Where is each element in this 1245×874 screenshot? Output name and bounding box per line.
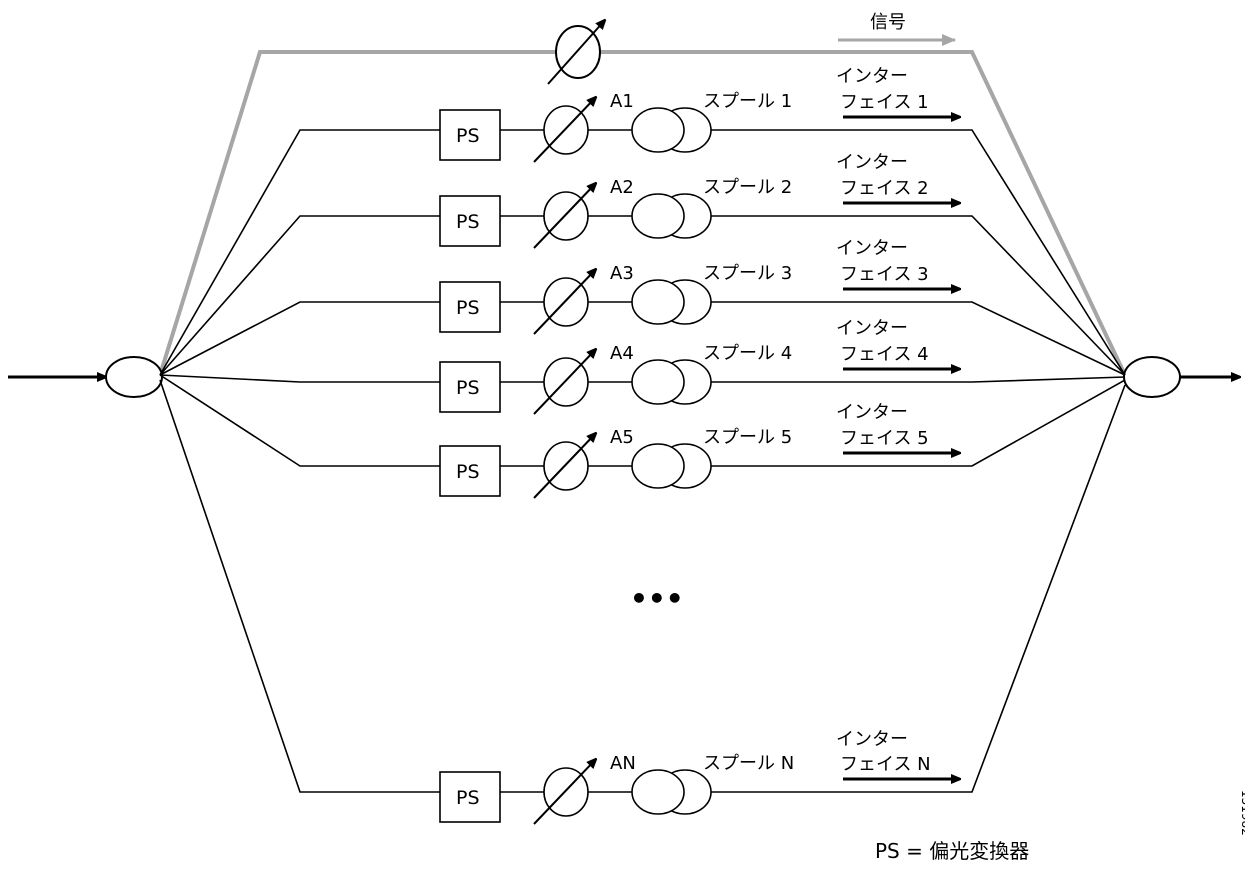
output-combiner [1123,356,1181,398]
svg-text:PS: PS [456,125,480,147]
interface-label-line2: フェイス 5 [840,428,929,449]
attenuator-icon [533,433,596,499]
fiber-spool-icon [631,359,712,405]
branch-4: PS A4 スプール 4 インター フェイス 4 [159,318,1126,415]
spool-label: スプール 1 [703,91,792,112]
svg-text:PS: PS [456,297,480,319]
attenuator-icon [533,97,596,163]
interface-label-line1: インター [836,318,908,339]
fiber-spool-icon [631,279,712,325]
branch-2: PS A2 スプール 2 インター フェイス 2 [159,152,1126,376]
legend-text: PS = 偏光変換器 [875,839,1029,863]
branch-3: PS A3 スプール 3 インター フェイス 3 [159,238,1126,376]
interface-label-line1: インター [836,729,908,750]
branch-n: PS AN スプール N インター フェイス N [159,379,1126,825]
fiber-spool-icon [631,769,712,815]
interface-label-line2: フェイス 3 [840,264,929,285]
branch-1: PS A1 スプール 1 インター フェイス 1 [159,66,1126,376]
polarization-converter [439,771,501,823]
ellipsis: ••• [630,582,684,615]
spool-label: スプール N [703,753,794,774]
svg-text:PS: PS [456,787,480,809]
interface-label-line2: フェイス 4 [840,344,929,365]
spool-label: スプール 5 [703,427,792,448]
interface-label-line1: インター [836,238,908,259]
polarization-converter [439,281,501,333]
branch-5: PS A5 スプール 5 インター フェイス 5 [159,374,1126,499]
attenuator-icon [533,759,596,825]
attenuator-label: A5 [610,427,634,448]
attenuator-icon [533,269,596,335]
polarization-converter [439,361,501,413]
attenuator-icon [533,183,596,249]
spool-label: スプール 2 [703,177,792,198]
interface-label-line2: フェイス 1 [840,92,929,113]
svg-text:PS: PS [456,461,480,483]
polarization-converter [439,109,501,161]
attenuator-label: A1 [610,91,634,112]
fiber-spool-icon [631,443,712,489]
attenuator-label: A3 [610,263,634,284]
signal-bypass-path [158,50,1127,376]
polarization-converter [439,445,501,497]
fiber-spool-icon [631,107,712,153]
attenuator-label: AN [610,753,636,774]
figure-number: 151982 [1239,790,1245,836]
svg-text:PS: PS [456,211,480,233]
bypass-attenuator [547,20,605,85]
spool-label: スプール 4 [703,343,792,364]
input-splitter [105,356,163,398]
attenuator-icon [533,349,596,415]
svg-text:PS: PS [456,377,480,399]
attenuator-label: A4 [610,343,634,364]
interface-label-line1: インター [836,402,908,423]
interface-label-line2: フェイス N [840,754,931,775]
interface-label-line1: インター [836,152,908,173]
signal-label: 信号 [870,12,906,33]
polarization-converter [439,195,501,247]
fiber-spool-icon [631,193,712,239]
attenuator-label: A2 [610,177,634,198]
spool-label: スプール 3 [703,263,792,284]
interface-label-line2: フェイス 2 [840,178,929,199]
interface-label-line1: インター [836,66,908,87]
